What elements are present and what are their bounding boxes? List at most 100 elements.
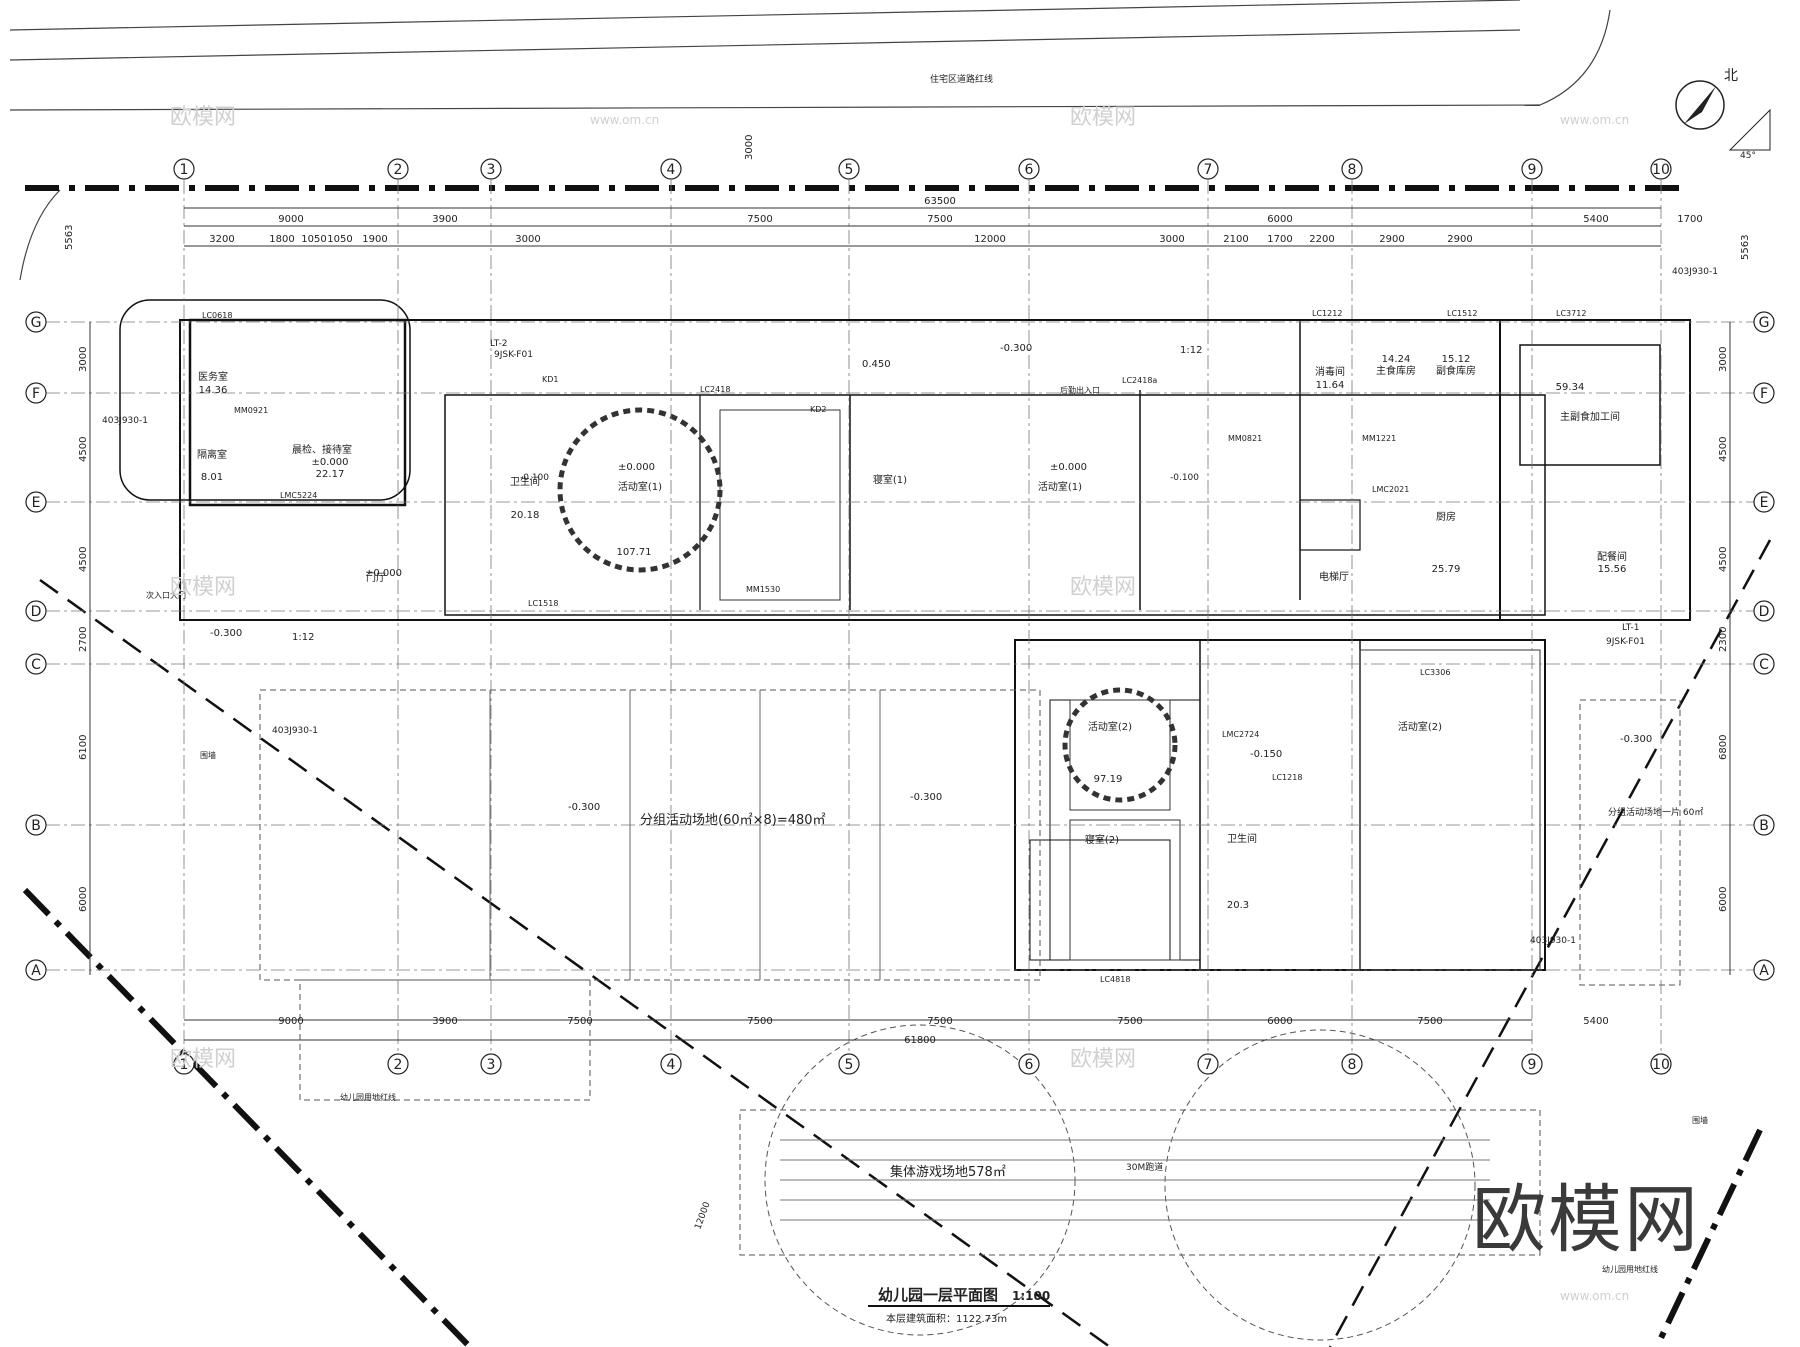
dim-top-sub-2: 1800 (269, 234, 294, 245)
axis-bubble-top-3 (480, 158, 502, 180)
axis-bubble-top-5 (838, 158, 860, 180)
room-processing: 主副食加工间 (1560, 410, 1620, 423)
row-axis-E-right: E (1760, 495, 1769, 511)
col-axis-1-top: 1 (180, 162, 189, 178)
col-axis-5-bottom: 5 (845, 1057, 854, 1073)
level-m030-5: -0.300 (1620, 734, 1652, 745)
room-medical-area: 14.36 (199, 385, 228, 396)
dim-bottom-bay-3: 7500 (567, 1016, 592, 1027)
callout-std-1: 403J930-1 (272, 726, 318, 736)
level-zero-1: ±0.000 (618, 462, 655, 473)
level-m030-1: -0.300 (568, 802, 600, 813)
kindergarten-line-left: 幼儿园用地红线 (340, 1092, 396, 1102)
track-label: 30M跑道 (1126, 1161, 1163, 1173)
top-dimension-values: 63500 9000 3900 7500 7500 6000 5400 1700… (209, 196, 1702, 245)
property-line-left-diagonal (22, 887, 473, 1347)
row-axis-A-right: A (1759, 963, 1769, 979)
row-axis-B-left: B (31, 818, 41, 834)
watermark-6: 欧模网 (1070, 1047, 1136, 1072)
dim-top-bay-6: 5400 (1583, 214, 1608, 225)
row-axis-C-right: C (1759, 657, 1769, 673)
drawing-scale: 1:100 (1012, 1289, 1050, 1303)
room-activity-2b: 活动室(2) (1398, 720, 1442, 733)
axis-bubble-top-9 (1521, 158, 1543, 180)
dim-top-sub-10: 1700 (1267, 234, 1292, 245)
axis-bubble-right-A (1753, 959, 1775, 981)
dim-top-sub-13: 2900 (1447, 234, 1472, 245)
axis-bubble-top-1 (173, 158, 195, 180)
axis-bubble-bottom-7 (1197, 1053, 1219, 1075)
room-activity-1: 活动室(1) (618, 480, 662, 493)
axis-grid (25, 158, 1775, 1075)
property-line-right-diagonal (1657, 1128, 1763, 1342)
dim-left-row-5: 6100 (78, 735, 89, 760)
dim-top-bay-2: 3900 (432, 214, 457, 225)
col-axis-1-bottom: 1 (180, 1057, 189, 1073)
dim-left-row-1: 3000 (78, 347, 89, 372)
callout-std-3: 403J930-1 (1530, 936, 1576, 946)
room-reception: 晨检、接待室 (292, 443, 352, 456)
axis-bubble-top-2 (387, 158, 409, 180)
dim-top-sub-9: 2100 (1223, 234, 1248, 245)
dim-left-row-4: 2700 (78, 627, 89, 652)
axis-bubble-bottom-5 (838, 1053, 860, 1075)
room-staple-store: 主食库房 (1376, 364, 1416, 377)
window-lc4818: LC4818 (1100, 975, 1130, 984)
room-activity-2-area: 97.19 (1094, 774, 1123, 785)
level-m015: -0.150 (1250, 749, 1282, 760)
ramp-1: 1:12 (292, 632, 314, 643)
secondary-entrance: 次入口大门 (146, 590, 186, 600)
room-toilet-1-area: 20.18 (511, 510, 540, 521)
col-axis-9-top: 9 (1528, 162, 1537, 178)
north-arrow (1675, 80, 1771, 151)
room-processing-area: 59.34 (1556, 382, 1585, 393)
door-lmc2724: LMC2724 (1222, 730, 1259, 739)
col-axis-8-bottom: 8 (1348, 1057, 1357, 1073)
dim-left-top: 5563 (64, 225, 75, 250)
axis-bubble-bottom-6 (1018, 1053, 1040, 1075)
enclosure-right: 围墙 (1692, 1115, 1708, 1125)
col-axis-4-top: 4 (667, 162, 676, 178)
building-walls (119, 299, 1691, 971)
road-label: 住宅区道路红线 (930, 73, 993, 85)
callout-std-4: 403J930-1 (102, 416, 148, 426)
window-lc0618: LC0618 (202, 311, 232, 320)
col-axis-2-bottom: 2 (394, 1057, 403, 1073)
window-lc2418a: LC2418a (1122, 376, 1157, 385)
dim-bottom-bay-5: 7500 (927, 1016, 952, 1027)
room-kitchen: 厨房 (1436, 510, 1456, 523)
room-bedroom-2: 寝室(2) (1085, 833, 1119, 846)
axis-bubble-right-C (1753, 653, 1775, 675)
url-watermark-1: www.om.cn (590, 113, 659, 127)
row-axis-labels-left: G F E D C B A (31, 315, 42, 979)
url-watermark-3: www.om.cn (1560, 1289, 1629, 1303)
axis-bubble-bottom-4 (660, 1053, 682, 1075)
track-lanes (780, 1139, 1490, 1221)
col-axis-3-bottom: 3 (487, 1057, 496, 1073)
axis-bubble-bottom-9 (1521, 1053, 1543, 1075)
diag-dim: 12000 (693, 1200, 712, 1231)
watermark-5: 欧模网 (170, 1047, 236, 1072)
dim-left-row-6: 6000 (78, 887, 89, 912)
room-labels: 医务室 14.36 隔离室 8.01 晨检、接待室 ±0.000 22.17 活… (197, 354, 1627, 911)
axis-bubble-right-B (1753, 814, 1775, 836)
col-axis-7-bottom: 7 (1204, 1057, 1213, 1073)
axis-bubble-left-B (25, 814, 47, 836)
opening-tags: MM0921 MM1530 MM1221 MM0821 KD1 KD2 LMC5… (202, 309, 1586, 984)
axis-bubble-left-C (25, 653, 47, 675)
level-m010-2: -0.100 (1170, 473, 1199, 483)
watermark-1: 欧模网 (170, 105, 236, 130)
dim-right-row-2: 4500 (1718, 437, 1729, 462)
door-lmc2021: LMC2021 (1372, 485, 1409, 494)
title-block: 幼儿园一层平面图 1:100 本层建筑面积：1122.73m (868, 1286, 1050, 1325)
activity-yards (259, 689, 1681, 1341)
drawing-title: 幼儿园一层平面图 (878, 1286, 998, 1304)
kindergarten-line-right: 幼儿园用地红线 (1602, 1264, 1658, 1274)
yard-bays (489, 690, 881, 980)
dim-overall-bottom: 61800 (904, 1035, 936, 1046)
side-dimension-values: 5563 5563 3000 3000 4500 4500 2700 6100 … (64, 135, 1751, 912)
level-m030-4: -0.300 (210, 628, 242, 639)
dim-right-row-1: 3000 (1718, 347, 1729, 372)
dim-top-sub-12: 2900 (1379, 234, 1404, 245)
